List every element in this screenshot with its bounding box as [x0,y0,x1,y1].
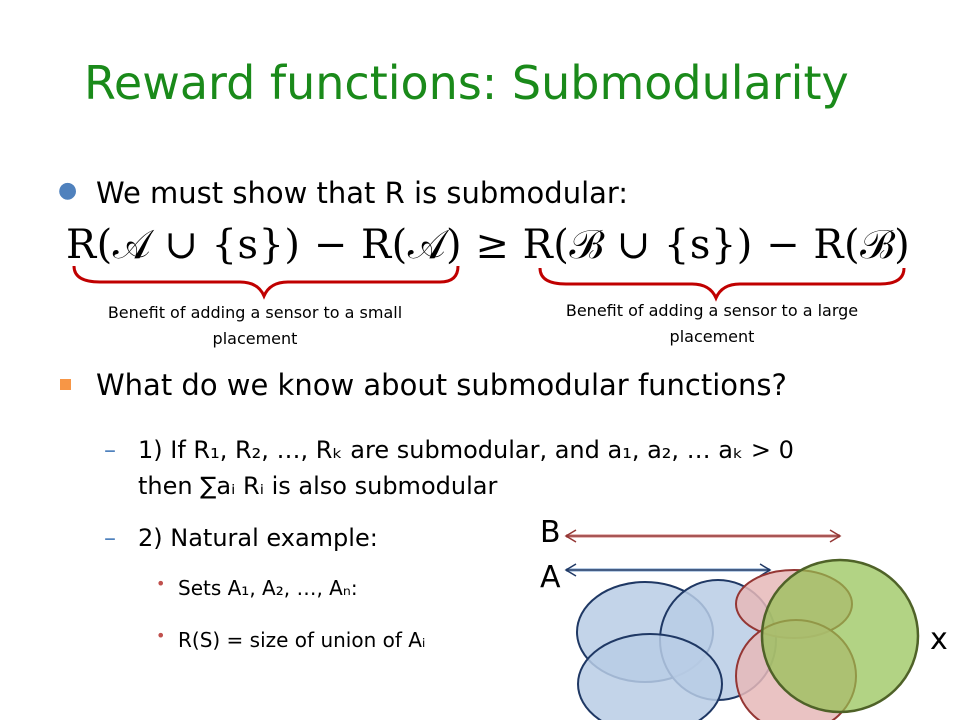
label-x: x [930,622,948,657]
brace-small-placement [72,265,460,300]
set-green-x [760,558,920,714]
brace-large-placement [538,267,906,302]
subsubbullet-text: R(S) = size of union of Aᵢ [178,628,426,652]
subbullet-line-2: then ∑aᵢ Rᵢ is also submodular [138,472,498,500]
slide-title: Reward functions: Submodularity [84,56,849,110]
bullet-dot-icon: • [156,574,166,593]
bullet-text: We must show that R is submodular: [96,176,629,210]
submodularity-formula: R(𝒜 ∪ {s}) − R(𝒜) ≥ R(ℬ ∪ {s}) − R(ℬ) [66,222,911,268]
set-blue-3 [577,633,723,720]
bullet-square-icon [60,379,71,390]
subsubbullet-text: Sets A₁, A₂, …, Aₙ: [178,576,358,600]
subbullet-text: 1) If R₁, R₂, …, Rₖ are submodular, and … [138,432,938,504]
label-b: B [540,515,561,550]
caption-small-placement: Benefit of adding a sensor to a small pl… [107,303,403,348]
bullet-dot-icon: ● [58,178,78,203]
arrow-b [564,529,842,543]
bullet-text: What do we know about submodular functio… [96,368,787,402]
dash-icon: – [104,524,116,552]
bullet-dot-icon: • [156,626,166,645]
subbullet-line-1: 1) If R₁, R₂, …, Rₖ are submodular, and … [138,436,794,464]
dash-icon: – [104,436,116,464]
label-a: A [540,560,561,595]
arrow-a [564,563,772,577]
caption-large-placement: Benefit of adding a sensor to a large pl… [565,301,859,346]
subbullet-text: 2) Natural example: [138,524,378,552]
